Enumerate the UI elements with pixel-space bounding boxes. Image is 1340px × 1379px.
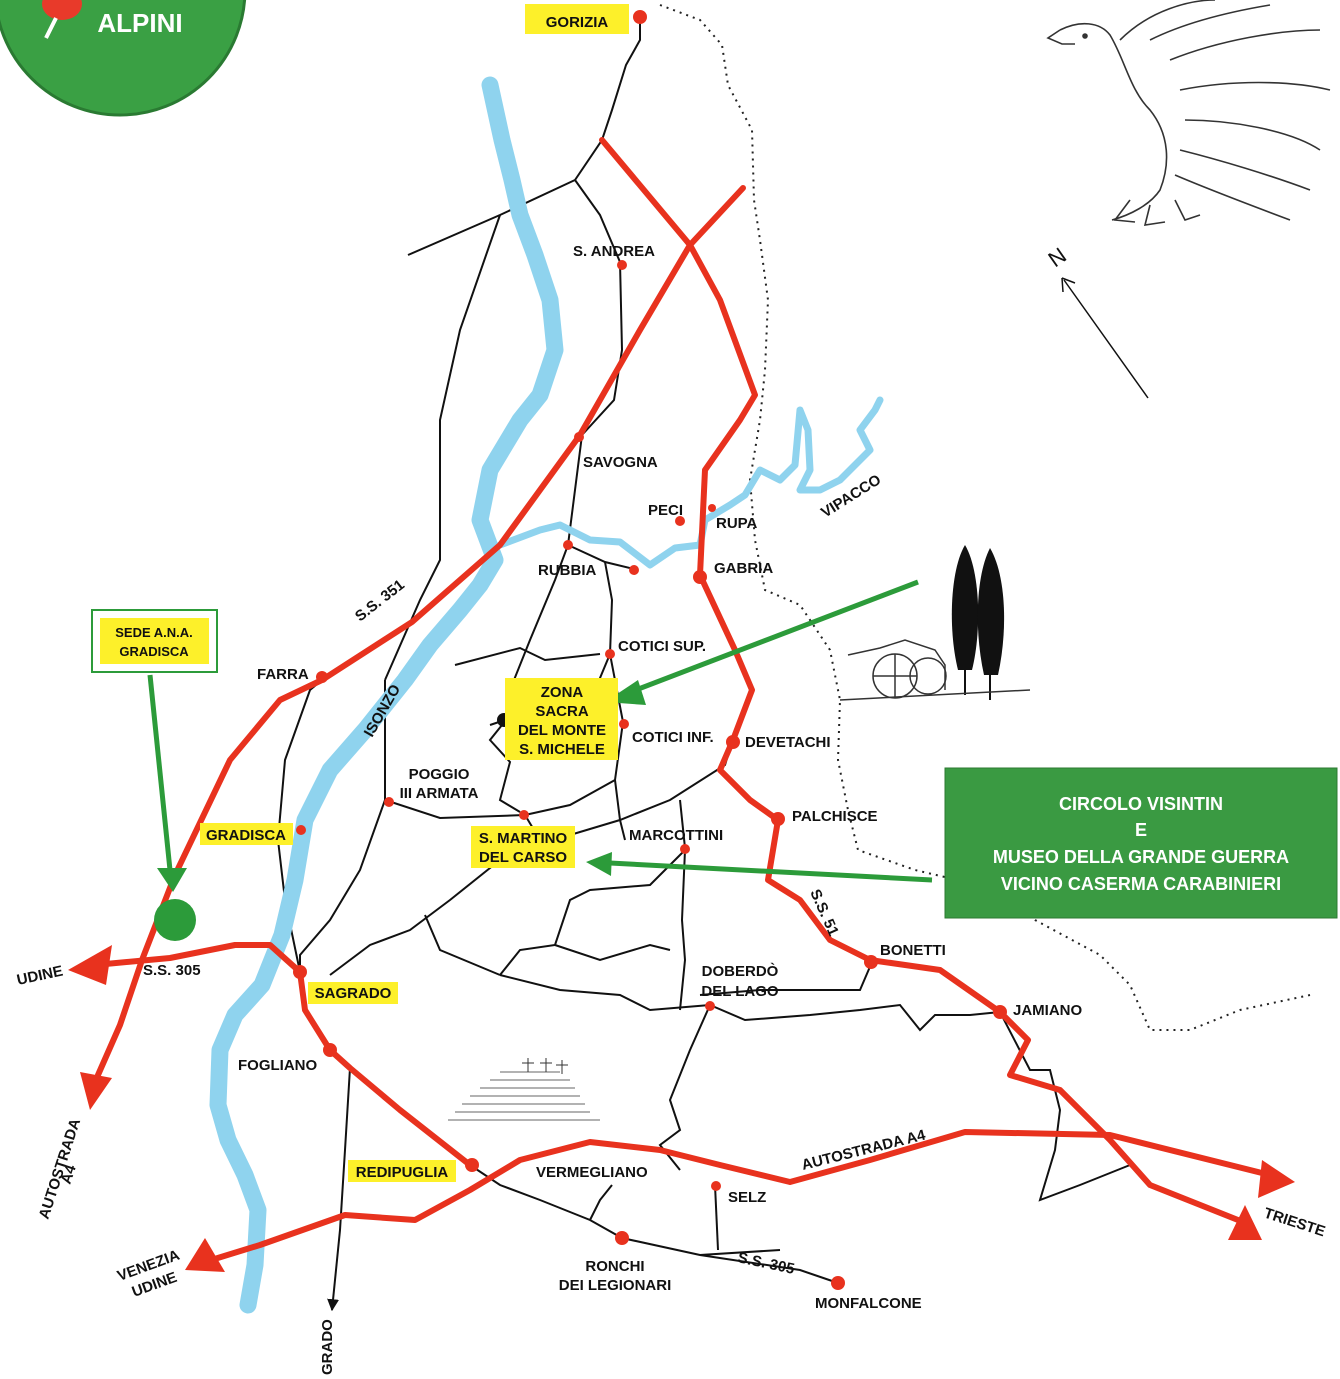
arrow-udine-icon [68,945,112,985]
logo-feather-icon [44,17,58,39]
label-zona-sacra-4[interactable]: S. MICHELE [519,741,605,758]
sede-location-marker[interactable] [154,899,196,941]
eagle-illustration [1046,0,1331,226]
label-vipacco[interactable]: VIPACCO [818,471,884,521]
label-jamiano[interactable]: JAMIANO [1013,1002,1083,1019]
label-ss351: S.S. 351 [352,576,408,625]
label-marcottini[interactable]: MARCOTTINI [629,827,723,844]
label-doberdo-1[interactable]: DOBERDÒ [702,962,779,980]
label-devetachi[interactable]: DEVETACHI [745,734,831,751]
isonzo-river [209,76,564,1314]
arrow-autostrada-icon [80,1072,112,1110]
sede-line-1: SEDE A.N.A. [115,625,193,640]
label-peci[interactable]: PECI [648,502,683,519]
label-ronchi-1[interactable]: RONCHI [585,1258,644,1275]
label-udine[interactable]: UDINE [15,963,64,989]
label-rupa[interactable]: RUPA [716,515,758,532]
label-cotici-sup[interactable]: COTICI SUP. [618,638,706,655]
label-fogliano[interactable]: FOGLIANO [238,1057,317,1074]
redipuglia-sketch [448,1058,600,1121]
label-a4-west-2: A4 [58,1162,80,1186]
alpini-logo: ALPINI [0,0,247,117]
vipacco-river [496,396,884,569]
town-labels: GORIZIA S. ANDREA SAVOGNA PECI RUPA VIPA… [15,14,1327,1375]
logo-emblem-icon [42,0,82,20]
town-dots [293,10,1007,1290]
label-cotici-inf[interactable]: COTICI INF. [632,729,714,746]
label-savogna[interactable]: SAVOGNA [583,454,658,471]
label-zona-sacra-1[interactable]: ZONA [541,684,584,701]
label-doberdo-2[interactable]: DEL LAGO [701,983,779,1000]
label-vermegliano[interactable]: VERMEGLIANO [536,1164,648,1181]
label-gorizia[interactable]: GORIZIA [546,14,609,31]
road-ss305-west [92,942,473,1168]
label-isonzo[interactable]: ISONZO [361,681,405,740]
label-s-martino-1[interactable]: S. MARTINO [479,830,568,847]
cannon-cypress-illustration [839,545,1031,701]
label-farra[interactable]: FARRA [257,666,309,683]
logo-circle [0,0,247,117]
label-zona-sacra-3[interactable]: DEL MONTE [518,722,606,739]
arrow-s-martino-icon [586,852,612,876]
arrow-trieste-a4-icon [1258,1160,1295,1198]
label-palchisce[interactable]: PALCHISCE [792,808,878,825]
circolo-line-1: CIRCOLO VISINTIN [1059,794,1223,814]
label-grado[interactable]: GRADO [319,1319,336,1375]
label-bonetti[interactable]: BONETTI [880,942,946,959]
north-label: N [1044,243,1071,273]
sede-line-2: GRADISCA [119,644,189,659]
label-s-andrea[interactable]: S. ANDREA [573,243,655,260]
circolo-box[interactable]: CIRCOLO VISINTIN E MUSEO DELLA GRANDE GU… [944,767,1338,919]
highlights [200,4,629,1182]
north-arrowhead-icon [1061,277,1076,293]
label-gradisca[interactable]: GRADISCA [206,827,286,844]
road-a4 [192,1129,1273,1268]
label-ronchi-2[interactable]: DEI LEGIONARI [559,1277,672,1294]
main-roads [92,137,1273,1268]
road-arrows [68,945,1295,1272]
rivers [209,76,884,1314]
label-ss305-south: S.S. 305 [736,1249,796,1278]
label-sagrado[interactable]: SAGRADO [315,985,392,1002]
arrow-venezia-icon [185,1238,225,1272]
north-arrow: N [1044,243,1149,399]
label-selz[interactable]: SELZ [728,1189,766,1206]
sede-box[interactable]: SEDE A.N.A. GRADISCA [91,609,218,673]
minor-roads [276,18,1131,1312]
circolo-line-4: VICINO CASERMA CARABINIERI [1001,874,1281,894]
circolo-line-3: MUSEO DELLA GRANDE GUERRA [993,847,1289,867]
label-s-martino-2[interactable]: DEL CARSO [479,849,567,866]
logo-text: ALPINI [97,8,182,38]
arrow-down-icon [157,868,187,892]
label-redipuglia[interactable]: REDIPUGLIA [356,1164,449,1181]
circolo-line-2: E [1135,820,1147,840]
label-rubbia[interactable]: RUBBIA [538,562,596,579]
label-trieste[interactable]: TRIESTE [1262,1205,1327,1241]
label-gabria[interactable]: GABRIA [714,560,773,577]
label-ss305-west: S.S. 305 [143,962,201,979]
green-arrows [147,579,933,892]
label-zona-sacra-2[interactable]: SACRA [535,703,589,720]
arrow-trieste-ss51-icon [1228,1205,1262,1240]
label-poggio-1[interactable]: POGGIO [409,766,470,783]
label-poggio-2[interactable]: III ARMATA [400,785,479,802]
label-monfalcone[interactable]: MONFALCONE [815,1295,922,1312]
